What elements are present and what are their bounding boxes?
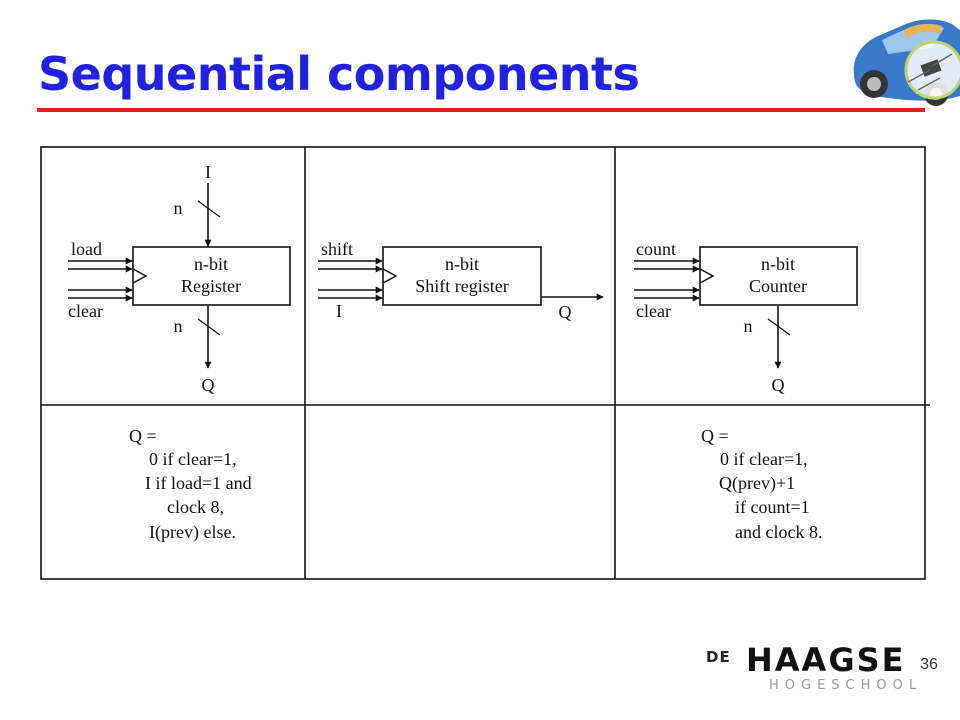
counter-block <box>699 246 858 306</box>
table-grid <box>40 146 930 580</box>
register-top-bus-slash <box>197 200 221 218</box>
register-output-label: Q <box>202 375 215 395</box>
register-clear-label: clear <box>68 301 103 321</box>
haagse-hogeschool-logo: DE HAAGSE HOGESCHOOL <box>706 640 922 700</box>
counter-formula-line-2: 0 if clear=1, <box>720 449 808 469</box>
shift-register-block-line-1: n-bit <box>445 254 479 274</box>
title-underline <box>37 108 925 112</box>
register-formula: Q = 0 if clear=1, I if load=1 and clock … <box>129 426 252 543</box>
counter-formula-line-5: and clock 8. <box>735 522 822 542</box>
register-clock-symbol-icon <box>132 268 148 284</box>
shift-register-shift-label: shift <box>321 239 353 259</box>
counter-formula-line-4: if count=1 <box>735 497 810 517</box>
car-illustration-icon <box>853 19 960 106</box>
slide-title: Sequential components <box>38 47 640 101</box>
shift-register-block <box>382 246 542 306</box>
register-top-bus-width: n <box>174 198 183 218</box>
logo-prefix: DE <box>706 648 731 666</box>
shift-register-clock-symbol-icon <box>382 268 398 284</box>
shift-register-input-label: I <box>336 301 342 321</box>
counter-formula-line-3: Q(prev)+1 <box>719 473 795 494</box>
logo-subtitle: HOGESCHOOL <box>769 678 923 693</box>
counter-formula-line-1: Q = <box>701 426 729 446</box>
register-formula-line-4: clock 8, <box>167 497 224 517</box>
shift-register-output-label: Q <box>559 302 572 322</box>
register-block-line-2: Register <box>181 276 241 296</box>
counter-block-line-2: Counter <box>749 276 807 296</box>
counter-output-label: Q <box>772 375 785 395</box>
logo-name: HAAGSE <box>746 641 906 679</box>
register-load-label: load <box>71 239 102 259</box>
register-block-line-1: n-bit <box>194 254 228 274</box>
register-diagram: n-bit Register I n load clear n Q <box>68 162 291 395</box>
register-block <box>132 246 291 306</box>
register-bottom-bus-width: n <box>174 316 183 336</box>
shift-register-diagram: n-bit Shift register shift I Q <box>318 239 604 322</box>
shift-register-block-line-2: Shift register <box>415 276 508 296</box>
counter-clear-label: clear <box>636 301 671 321</box>
sequential-components-table: n-bit Register I n load clear n Q Q = 0 … <box>40 146 930 580</box>
register-formula-line-5: I(prev) else. <box>149 522 236 543</box>
counter-clock-symbol-icon <box>699 268 715 284</box>
register-formula-line-2: 0 if clear=1, <box>149 449 237 469</box>
counter-block-line-1: n-bit <box>761 254 795 274</box>
counter-bottom-bus-width: n <box>744 316 753 336</box>
counter-count-label: count <box>636 239 676 259</box>
page-number: 36 <box>920 656 938 673</box>
register-top-input-label: I <box>205 162 211 182</box>
counter-formula: Q = 0 if clear=1, Q(prev)+1 if count=1 a… <box>701 426 822 542</box>
register-formula-line-3: I if load=1 and <box>145 473 252 493</box>
counter-diagram: n-bit Counter count clear n Q <box>634 239 858 395</box>
register-formula-line-1: Q = <box>129 426 157 446</box>
register-bottom-bus-slash <box>197 318 221 336</box>
counter-bottom-bus-slash <box>767 318 791 336</box>
